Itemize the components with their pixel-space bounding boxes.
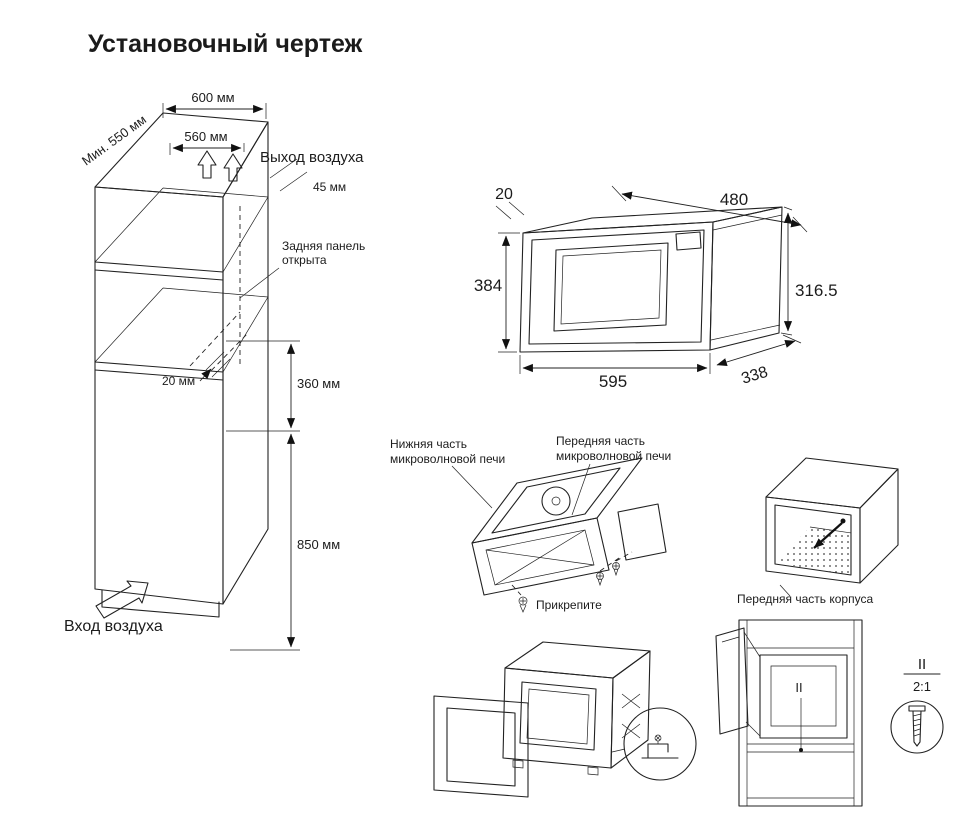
air-inlet-arrow-icon	[95, 580, 149, 619]
dim-depth-top: 480	[720, 190, 748, 209]
label-back-panel-line1: Задняя панель	[282, 239, 365, 253]
dim-width-front: 595	[599, 372, 627, 391]
detail-ref-marker: II	[795, 680, 802, 695]
oven-bottom-exploded-view: Нижняя часть микроволновой печи Передняя…	[390, 434, 671, 613]
housing-box-view: Передняя часть корпуса	[737, 457, 899, 606]
dim-shelf-gap: 20 мм	[162, 374, 195, 388]
label-bottom-part-line1: Нижняя часть	[390, 437, 467, 451]
dim-frame-offset: 20	[495, 186, 513, 203]
label-attach: Прикрепите	[536, 598, 602, 612]
detail-scale-label: 2:1	[913, 679, 931, 694]
screw-icon	[596, 572, 604, 587]
dim-height-side: 316.5	[795, 281, 838, 300]
door-open-view: II	[715, 619, 863, 807]
bracket-detail-callout	[623, 707, 697, 781]
screw-detail-callout	[890, 700, 944, 754]
trim-frame	[433, 695, 529, 798]
label-front-part-line2: микроволновой печи	[556, 449, 671, 463]
oven-front-view: 20 480 384 316.5 595 338	[474, 185, 838, 391]
dim-niche-height: 360 мм	[297, 376, 340, 391]
label-housing-front: Передняя часть корпуса	[737, 592, 873, 606]
label-bottom-part-line2: микроволновой печи	[390, 452, 505, 466]
label-air-outlet: Выход воздуха	[260, 149, 364, 166]
screw-icon	[518, 596, 528, 613]
label-front-part-line1: Передняя часть	[556, 434, 645, 448]
dim-top-gap: 45 мм	[313, 180, 346, 194]
dim-height-front: 384	[474, 276, 502, 295]
label-back-panel-line2: открыта	[282, 253, 327, 267]
page-title: Установочный чертеж	[88, 30, 363, 58]
turntable-coupling	[541, 486, 571, 516]
fastener-dot	[840, 518, 846, 524]
open-door	[715, 627, 749, 735]
trim-install-view	[433, 641, 697, 798]
dim-inner-width: 560 мм	[184, 129, 227, 144]
rear-access-panel	[617, 503, 667, 561]
air-outlet-arrow-icon	[223, 153, 243, 182]
dim-bottom-height: 850 мм	[297, 537, 340, 552]
insert-direction-arrow-icon	[813, 522, 843, 549]
screw-icon	[612, 562, 620, 577]
label-air-inlet: Вход воздуха	[64, 618, 163, 635]
air-outlet-arrow-icon	[197, 150, 217, 179]
screw-icon	[908, 705, 926, 747]
display-panel	[675, 231, 702, 251]
dim-depth-bottom: 338	[739, 364, 770, 388]
dim-cabinet-width: 600 мм	[191, 90, 234, 105]
cabinet-drawing: 600 мм Мин. 550 мм 560 мм Выход воздуха …	[64, 90, 365, 651]
detail-ref-label: II	[918, 656, 926, 673]
detail-view-ii: II 2:1	[890, 656, 944, 754]
